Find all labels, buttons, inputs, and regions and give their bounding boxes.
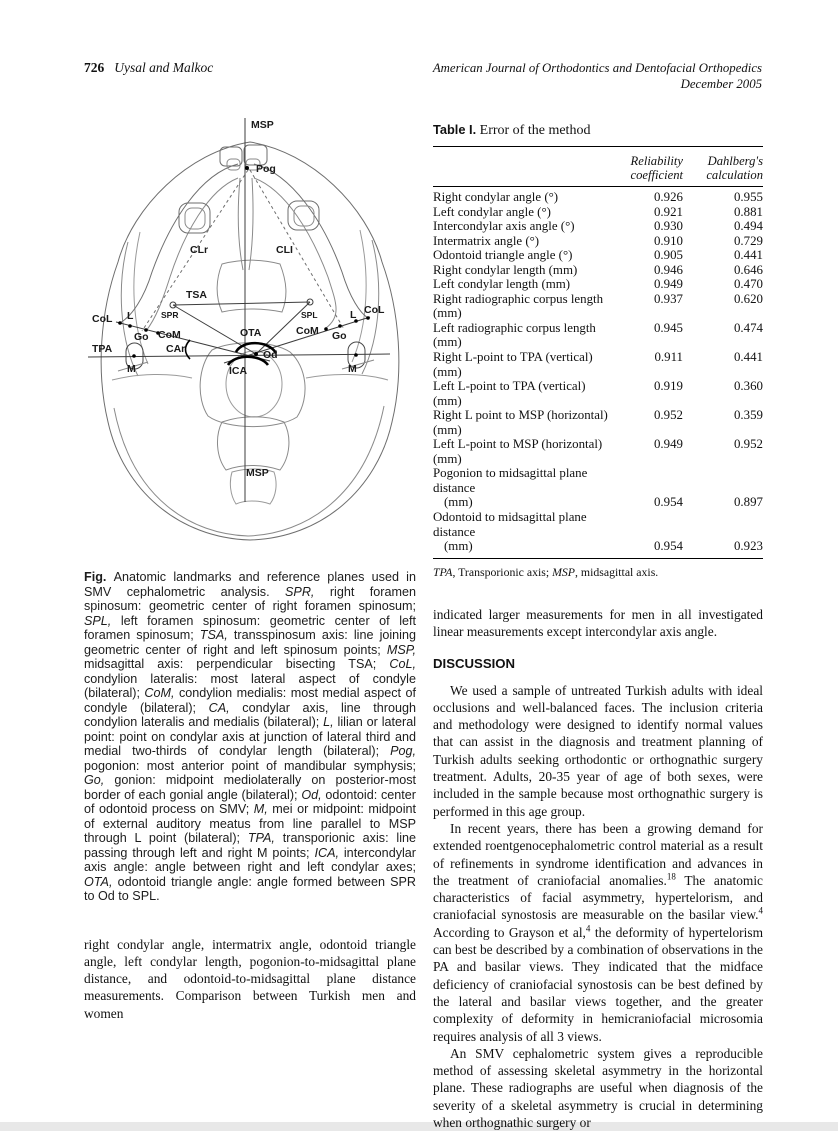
discussion-heading: DISCUSSION xyxy=(433,656,516,672)
running-authors: Uysal and Malkoc xyxy=(114,60,214,75)
fig-label-ica: ICA xyxy=(229,365,248,377)
column-header-reliability: Reliability coefficient xyxy=(609,146,683,187)
left-column-paragraph: right condylar angle, intermatrix angle,… xyxy=(84,936,416,1021)
continuation-paragraph: indicated larger measurements for men in… xyxy=(433,606,763,639)
table-header-row: Reliability coefficient Dahlberg's calcu… xyxy=(433,146,763,187)
table-row: Right radiographic corpus length (mm)0.9… xyxy=(433,291,763,321)
fig-label-car: CAr xyxy=(166,343,185,355)
running-header-left: 726 Uysal and Malkoc xyxy=(84,60,213,76)
discussion-paragraph-3: An SMV cephalometric system gives a repr… xyxy=(433,1045,763,1130)
error-of-method-table: Reliability coefficient Dahlberg's calcu… xyxy=(433,146,763,559)
table-row: Left L-point to TPA (vertical) (mm)0.919… xyxy=(433,379,763,408)
fig-label-spr: SPR xyxy=(161,310,178,320)
table-caption: Error of the method xyxy=(479,123,591,138)
fig-label-tsa: TSA xyxy=(186,289,207,301)
table-row: Odontoid to midsagittal plane distance xyxy=(433,510,587,539)
fig-label-com-right: CoM xyxy=(296,325,319,337)
table-row: Left radiographic corpus length (mm)0.94… xyxy=(433,320,763,350)
fig-label-m-right: M xyxy=(348,363,357,375)
page-number: 726 xyxy=(84,60,105,75)
fig-label-od: Od xyxy=(263,349,278,361)
fig-label-tpa: TPA xyxy=(92,343,113,355)
left-column: MSP Pog CLr CLI TSA SPR SPL CoL L Go CoM… xyxy=(84,112,416,1022)
smv-cephalometric-diagram: MSP Pog CLr CLI TSA SPR SPL CoL L Go CoM… xyxy=(84,112,416,544)
journal-title: American Journal of Orthodontics and Den… xyxy=(432,61,762,75)
right-column: Table I. Error of the method Reliability… xyxy=(433,122,763,1131)
fig-label-spl: SPL xyxy=(301,310,318,320)
fig-label-col-right: CoL xyxy=(364,304,385,316)
table-row: Left L-point to MSP (horizontal) (mm)0.9… xyxy=(433,437,763,466)
fig-label-col-left: CoL xyxy=(92,313,113,325)
table-row: Right L-point to TPA (vertical) (mm)0.91… xyxy=(433,350,763,379)
table-row: Right L point to MSP (horizontal) (mm)0.… xyxy=(433,408,763,437)
table-number: Table I. xyxy=(433,122,477,137)
table-footnote: TPA, Transporionic axis; MSP, midsagitta… xyxy=(433,564,659,579)
table-row: Pogonion to midsagittal plane distance xyxy=(433,466,588,495)
figure-caption: Fig. Anatomic landmarks and reference pl… xyxy=(84,570,417,903)
fig-label-com-left: CoM xyxy=(158,329,181,341)
discussion-paragraph-1: We used a sample of untreated Turkish ad… xyxy=(433,682,763,819)
fig-label-ota: OTA xyxy=(240,327,262,339)
fig-label-go-right: Go xyxy=(332,330,347,342)
fig-label-pog: Pog xyxy=(256,163,276,175)
running-header-right: American Journal of Orthodontics and Den… xyxy=(433,60,762,92)
column-header-dahlberg: Dahlberg's calculation xyxy=(683,146,763,187)
table-title: Table I. Error of the method xyxy=(433,122,763,139)
fig-label-clr: CLr xyxy=(190,244,208,256)
fig-label-msp-bottom: MSP xyxy=(246,467,269,479)
fig-label-l-left: L xyxy=(127,310,134,322)
right-column-text: indicated larger measurements for men in… xyxy=(433,606,763,1131)
issue-date: December 2005 xyxy=(680,77,762,91)
fig-label-l-right: L xyxy=(350,309,357,321)
fig-label-m-left: M xyxy=(127,363,136,375)
discussion-paragraph-2: In recent years, there has been a growin… xyxy=(433,820,763,1044)
fig-label-msp-top: MSP xyxy=(251,119,274,131)
fig-label-cli: CLI xyxy=(276,244,293,256)
fig-label-go-left: Go xyxy=(134,331,149,343)
